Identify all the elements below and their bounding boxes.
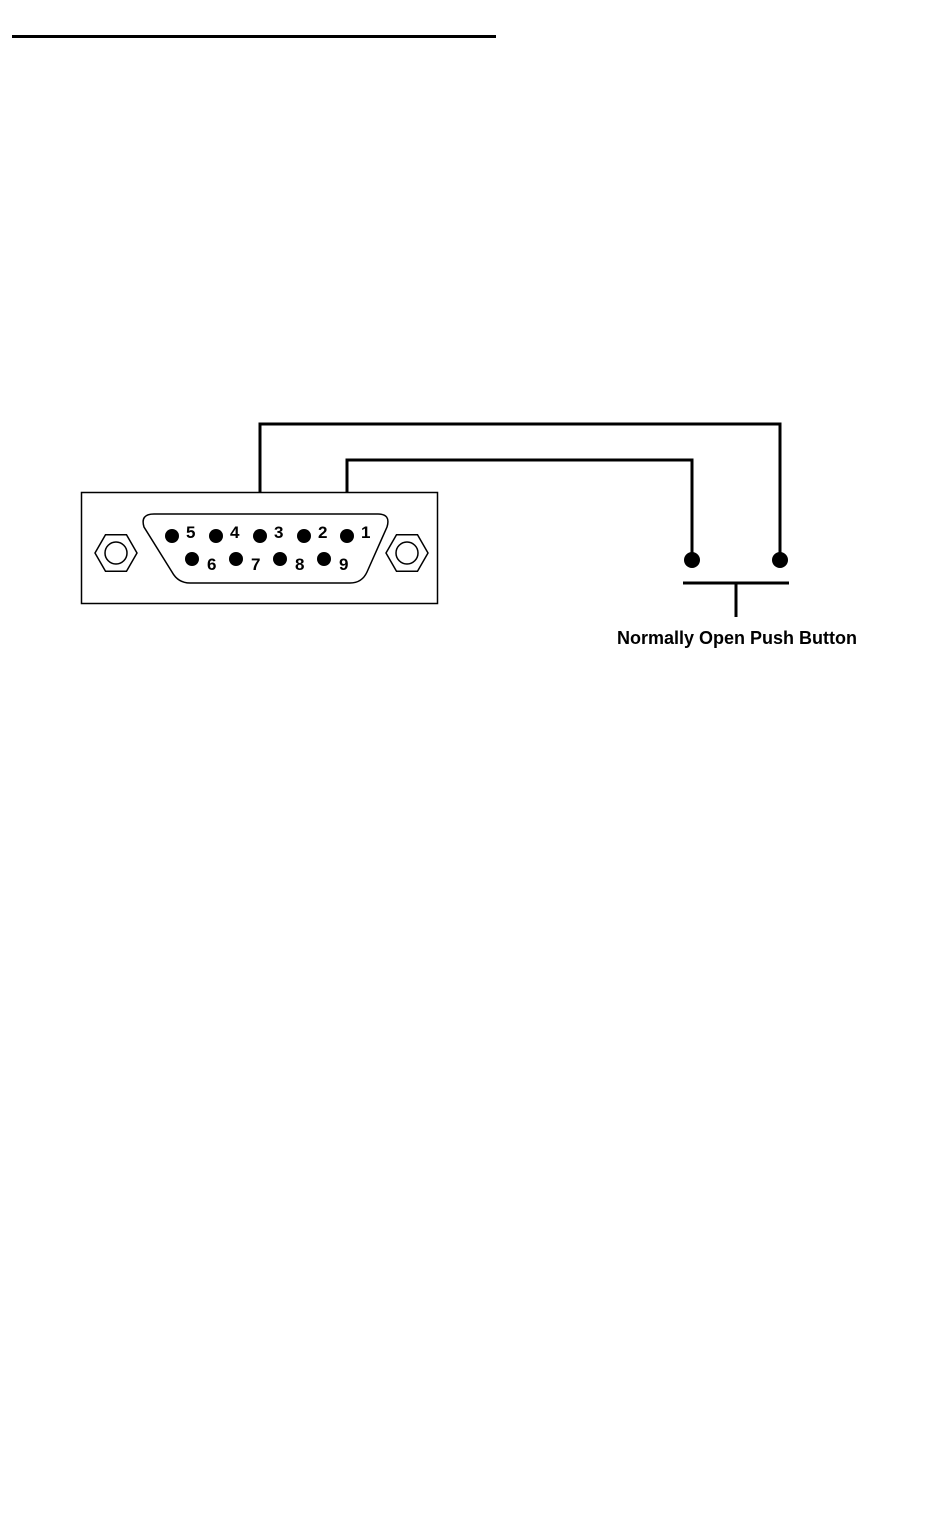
pin-2 — [297, 529, 311, 543]
push-button-left-contact — [684, 552, 700, 568]
pin-8-label: 8 — [295, 555, 304, 574]
pin-4 — [209, 529, 223, 543]
push-button-switch-icon — [683, 552, 789, 617]
pin-1 — [340, 529, 354, 543]
pin-1-label: 1 — [361, 523, 370, 542]
pin-9 — [317, 552, 331, 566]
pin-7 — [229, 552, 243, 566]
pin-3 — [253, 529, 267, 543]
push-button-label: Normally Open Push Button — [617, 628, 857, 648]
pin-2-label: 2 — [318, 523, 327, 542]
db9-connector: 5 4 3 2 1 6 7 8 9 — [82, 493, 438, 604]
push-button-right-contact — [772, 552, 788, 568]
pin-8 — [273, 552, 287, 566]
pin-4-label: 4 — [230, 523, 240, 542]
pin-5-label: 5 — [186, 523, 195, 542]
pin-9-label: 9 — [339, 555, 348, 574]
d-shell-outline — [143, 514, 388, 583]
pin-6-label: 6 — [207, 555, 216, 574]
pin-3-label: 3 — [274, 523, 283, 542]
pin-6 — [185, 552, 199, 566]
pin-7-label: 7 — [251, 555, 260, 574]
pin-5 — [165, 529, 179, 543]
